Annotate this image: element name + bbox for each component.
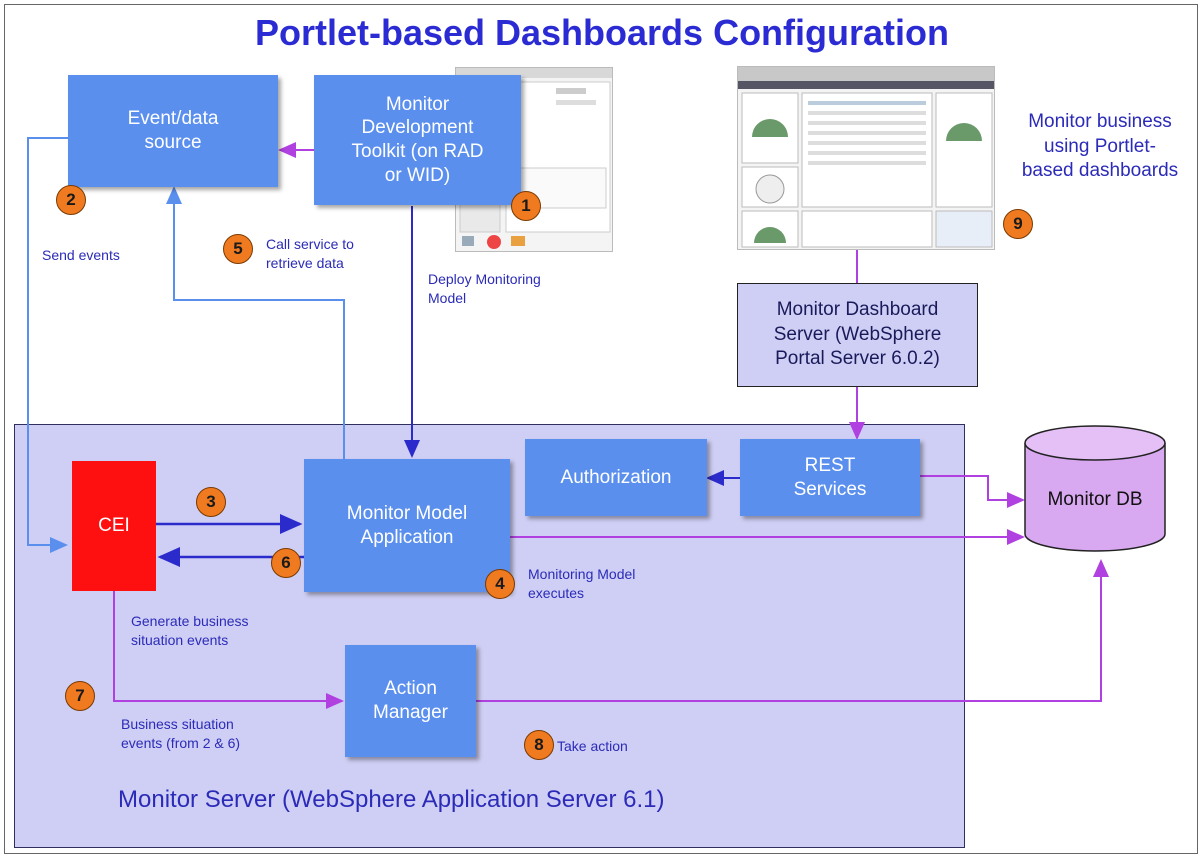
event-data-source-box: Event/data source [68,75,278,187]
cei-box: CEI [72,461,156,591]
action-manager-box: Action Manager [345,645,476,757]
step-badge-3: 3 [196,487,226,517]
step-badge-2: 2 [56,185,86,215]
step-badge-1: 1 [511,191,541,221]
label-business-events: Business situation events (from 2 & 6) [121,716,241,751]
arrow-rest-to-db [920,475,1025,508]
label-send-events: Send events [42,247,120,263]
step-badge-4: 4 [485,569,515,599]
monitor-model-application-box: Monitor Model Application [304,459,510,592]
monitor-development-toolkit-box: Monitor Development Toolkit (on RAD or W… [314,75,521,205]
step-badge-6: 6 [271,548,301,578]
rest-services-box: REST Services [740,439,920,516]
authorization-box: Authorization [525,439,707,516]
monitor-server-label: Monitor Server (WebSphere Application Se… [118,786,665,813]
diagram-title: Portlet-based Dashboards Configuration [254,12,950,53]
label-take-action: Take action [557,738,628,754]
dashboard-screenshot-graphic [738,67,994,248]
monitor-db-label: Monitor DB [1047,489,1143,510]
label-generate-events: Generate business situation events [131,613,249,648]
step-badge-7: 7 [65,681,95,711]
arrow-cei-to-action [113,591,344,709]
step-badge-8: 8 [524,730,554,760]
label-model-executes: Monitoring Model executes [528,566,636,601]
monitor-business-note: Monitor business using Portlet- based da… [1021,111,1179,182]
diagram-frame [4,4,1198,854]
arrow-action-to-db [476,559,1109,702]
step-badge-9: 9 [1003,209,1033,239]
label-call-service: Call service to retrieve data [266,236,354,271]
arrow-call-service [166,186,345,459]
step-badge-5: 5 [223,234,253,264]
dashboard-screenshot [737,66,995,250]
monitor-db-cylinder [1024,425,1166,552]
monitor-dashboard-server-box: Monitor Dashboard Server (WebSphere Port… [737,283,978,387]
label-deploy-model: Deploy Monitoring Model [428,271,541,306]
arrow-send-events [27,137,68,553]
